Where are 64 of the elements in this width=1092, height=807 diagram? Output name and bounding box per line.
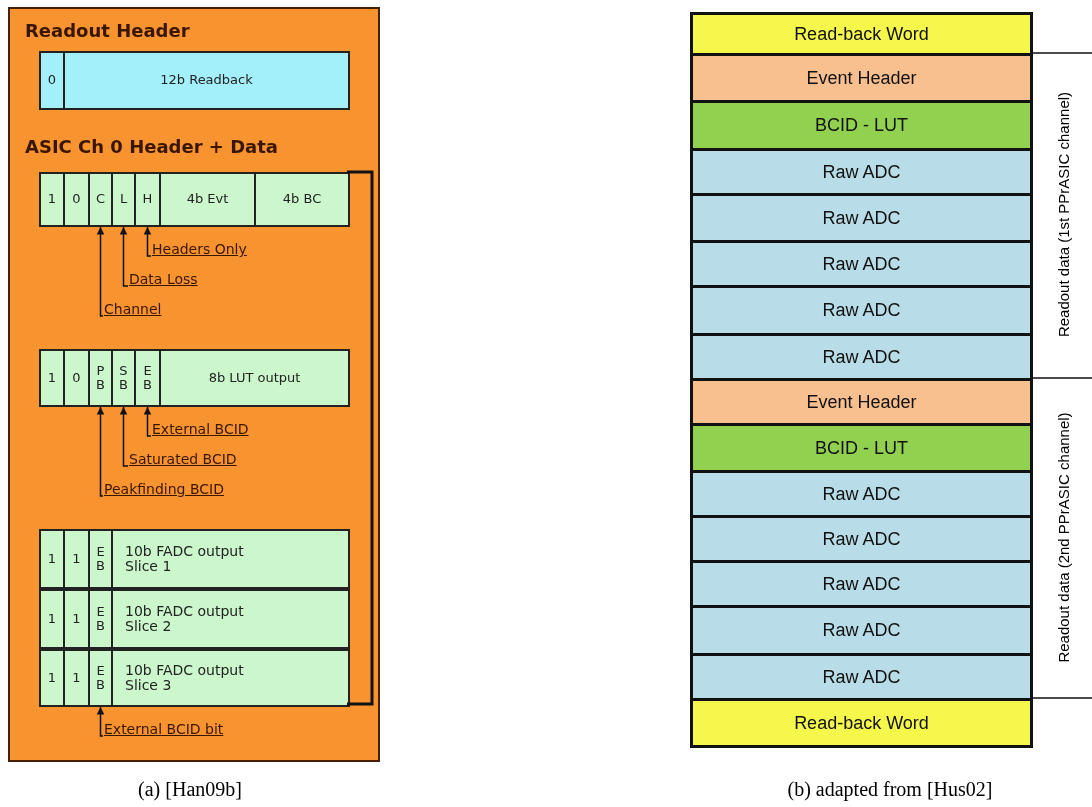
- bit-field: 1: [63, 589, 90, 649]
- annotation-text: External BCID: [152, 420, 249, 438]
- bit-field: 1: [63, 529, 90, 589]
- bit-field: E B: [134, 349, 161, 407]
- leader-arrow: [143, 226, 152, 257]
- figure-caption: (b) adapted from [Hus02]: [787, 778, 993, 801]
- word-row: Event Header: [690, 378, 1033, 426]
- annotation-text: Channel: [104, 300, 162, 318]
- bit-field: 1: [63, 649, 90, 707]
- bit-field: 1: [39, 649, 65, 707]
- bit-field: P B: [88, 349, 113, 407]
- word-row: Raw ADC: [690, 148, 1033, 196]
- bit-field: L: [111, 172, 136, 227]
- bit-field: E B: [88, 589, 113, 649]
- word-row: Raw ADC: [690, 285, 1033, 336]
- bit-field: 8b LUT output: [159, 349, 350, 407]
- bit-field: 10b FADC output Slice 1: [111, 529, 350, 589]
- word-row: Raw ADC: [690, 193, 1033, 243]
- word-row: Raw ADC: [690, 240, 1033, 288]
- panel-background: [8, 7, 380, 762]
- bit-field: E B: [88, 529, 113, 589]
- annotation-text: Saturated BCID: [129, 450, 237, 468]
- annotation-text: Data Loss: [129, 270, 198, 288]
- bit-field: 1: [39, 349, 65, 407]
- bit-field: 1: [39, 589, 65, 649]
- bit-field: E B: [88, 649, 113, 707]
- section-heading: ASIC Ch 0 Header + Data: [25, 136, 278, 157]
- bit-field: 10b FADC output Slice 2: [111, 589, 350, 649]
- word-row: Raw ADC: [690, 653, 1033, 701]
- leader-arrow: [96, 706, 105, 737]
- word-row: Raw ADC: [690, 470, 1033, 518]
- annotation-text: Headers Only: [152, 240, 247, 258]
- leader-arrow: [96, 406, 105, 497]
- group-label: Readout data (2nd PPrASIC channel): [1054, 411, 1072, 665]
- leader-arrow: [143, 406, 152, 437]
- bit-field: S B: [111, 349, 136, 407]
- bit-field: 0: [39, 51, 65, 110]
- leader-arrow: [96, 226, 105, 317]
- bit-field: 1: [39, 172, 65, 227]
- word-row: Raw ADC: [690, 333, 1033, 381]
- word-row: Raw ADC: [690, 515, 1033, 563]
- word-row: Event Header: [690, 53, 1033, 103]
- bit-field: H: [134, 172, 161, 227]
- word-row: Read-back Word: [690, 12, 1033, 56]
- leader-arrow: [119, 406, 129, 467]
- annotation-text: External BCID bit: [104, 720, 224, 738]
- word-row: BCID - LUT: [690, 100, 1033, 151]
- bit-field: 1: [39, 529, 65, 589]
- figure-caption: (a) [Han09b]: [138, 778, 242, 801]
- word-row: Raw ADC: [690, 560, 1033, 608]
- bit-field: 10b FADC output Slice 3: [111, 649, 350, 707]
- leader-arrow: [119, 226, 129, 287]
- bit-field: 0: [63, 172, 90, 227]
- bit-field: C: [88, 172, 113, 227]
- word-row: Raw ADC: [690, 605, 1033, 656]
- group-label: Readout data (1st PPrASIC channel): [1054, 90, 1072, 340]
- bit-field: 4b BC: [254, 172, 350, 227]
- annotation-text: Peakfinding BCID: [104, 480, 224, 498]
- word-row: Read-back Word: [690, 698, 1033, 748]
- section-heading: Readout Header: [25, 20, 190, 41]
- bit-field: 4b Evt: [159, 172, 256, 227]
- bit-field: 0: [63, 349, 90, 407]
- word-row: BCID - LUT: [690, 423, 1033, 473]
- bit-field: 12b Readback: [63, 51, 350, 110]
